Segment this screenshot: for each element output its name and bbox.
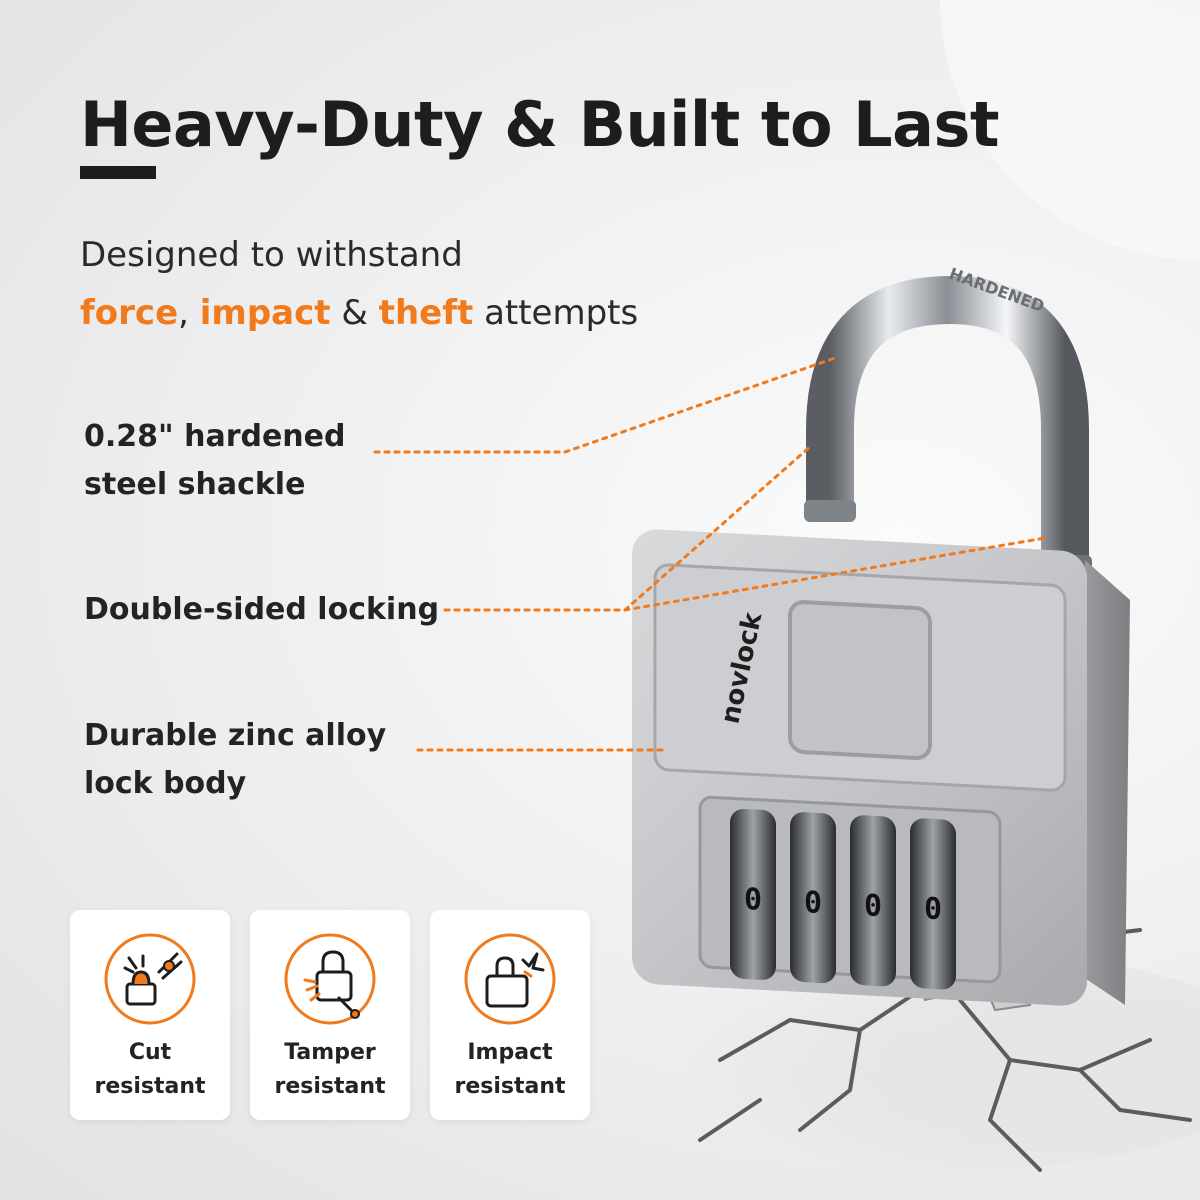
headline: Heavy-Duty & Built to Last (80, 88, 1000, 161)
feature-card-tamper: Tamper resistant (250, 910, 410, 1120)
subtitle-line1: Designed to withstand (80, 235, 463, 275)
impact-resistant-icon (464, 933, 556, 1025)
shackle (806, 275, 1089, 570)
dial-digit-2: 0 (804, 885, 822, 921)
dial-digit-4: 0 (924, 891, 942, 927)
feature-impact-line2: resistant (454, 1074, 566, 1099)
feature-label-impact: Impact resistant (430, 1036, 590, 1104)
feature-card-cut: Cut resistant (70, 910, 230, 1120)
subtitle-comma: , (178, 293, 189, 333)
callout-body-line1: Durable zinc alloy (84, 718, 387, 753)
dial-wheel-2 (790, 812, 836, 984)
callout-locking-text: Double-sided locking (84, 592, 440, 627)
subtitle-rest: attempts (484, 293, 639, 333)
callout-body: Durable zinc alloy lock body (84, 712, 386, 808)
lock-side (1080, 560, 1130, 1005)
feature-cut-line2: resistant (94, 1074, 206, 1099)
cut-resistant-icon (104, 933, 196, 1025)
subtitle: Designed to withstand force, impact & th… (80, 226, 638, 342)
dial-wheel-1 (730, 808, 776, 980)
callout-locking: Double-sided locking (84, 586, 439, 634)
headline-underline (80, 166, 156, 179)
feature-card-impact: Impact resistant (430, 910, 590, 1120)
dial-digit-3: 0 (864, 888, 882, 924)
tamper-resistant-icon (284, 933, 376, 1025)
callout-shackle-line1: 0.28" hardened (84, 419, 346, 454)
callout-shackle-line2: steel shackle (84, 467, 306, 502)
feature-tamper-line1: Tamper (284, 1040, 376, 1065)
callout-body-line2: lock body (84, 766, 247, 801)
feature-impact-line1: Impact (467, 1040, 553, 1065)
feature-label-tamper: Tamper resistant (250, 1036, 410, 1104)
dial-wheel-3 (850, 815, 896, 987)
feature-cut-line1: Cut (128, 1040, 172, 1065)
subtitle-impact: impact (199, 293, 331, 333)
lock-push-button (788, 600, 932, 761)
dial-digit-1: 0 (744, 882, 762, 918)
feature-tamper-line2: resistant (274, 1074, 386, 1099)
shackle-collar-left (804, 500, 856, 522)
feature-label-cut: Cut resistant (70, 1036, 230, 1104)
dial-wheel-4 (910, 818, 956, 990)
subtitle-force: force (80, 293, 179, 333)
subtitle-theft: theft (378, 293, 474, 333)
callout-shackle: 0.28" hardened steel shackle (84, 413, 346, 509)
subtitle-amp: & (341, 293, 368, 333)
